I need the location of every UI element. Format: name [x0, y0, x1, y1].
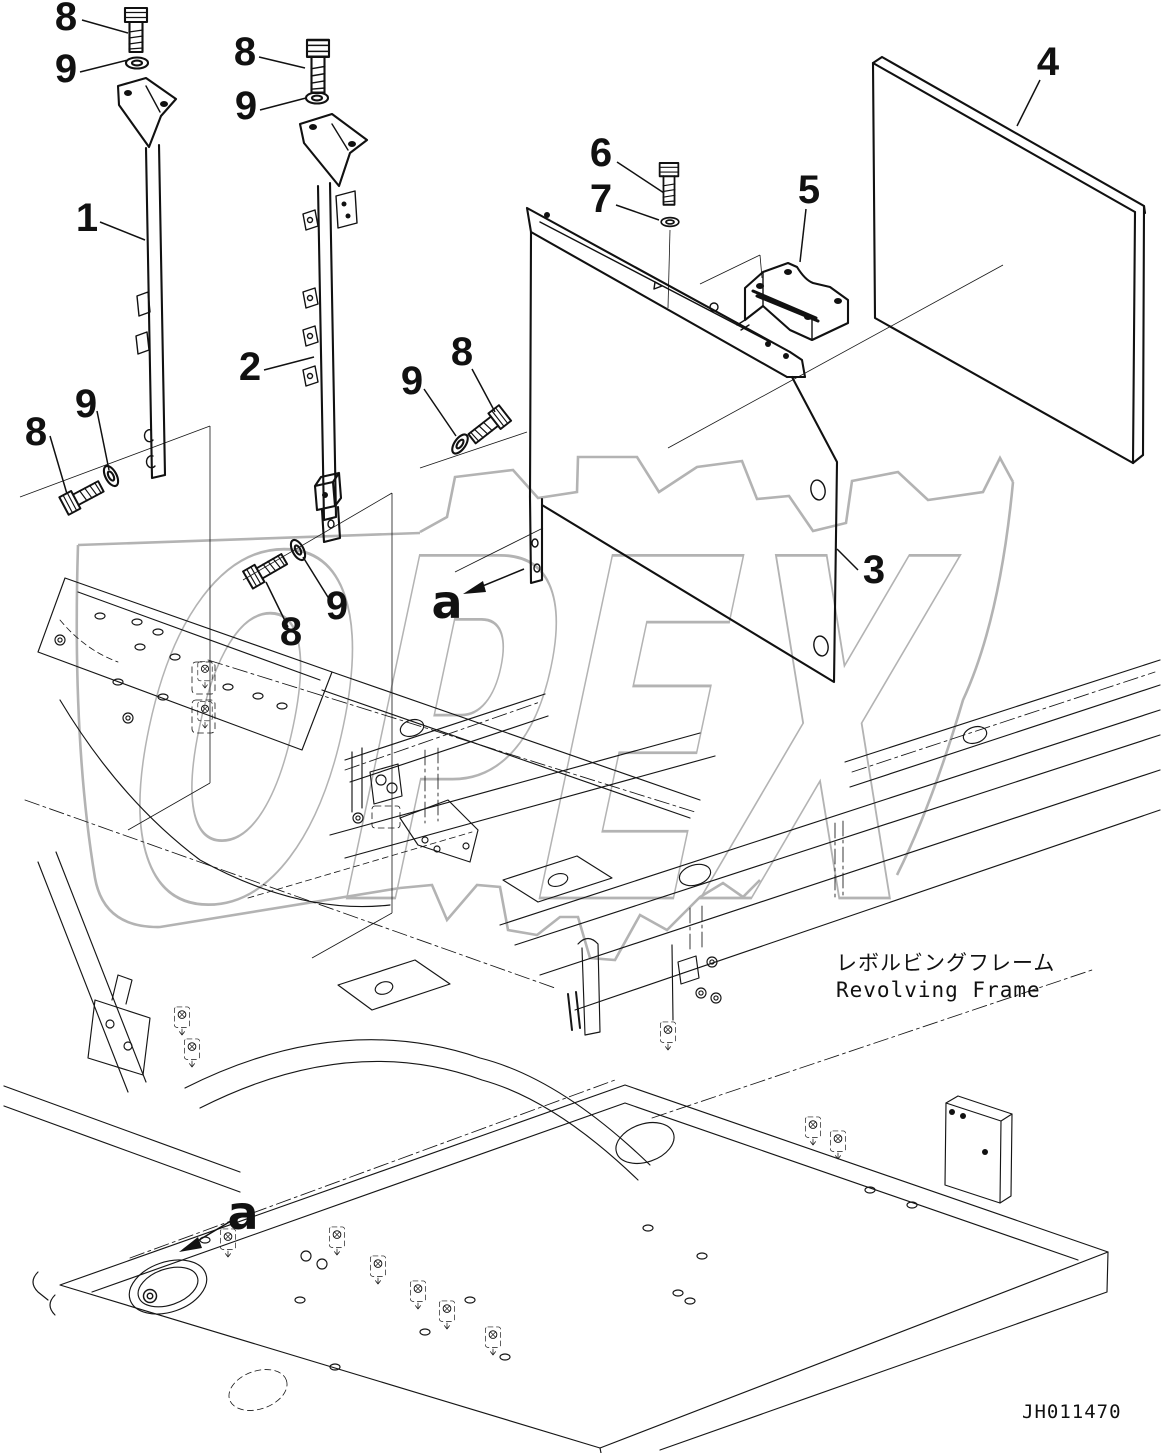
callout-8-top-second: 8: [234, 30, 256, 74]
watermark-text: OPEX: [76, 462, 991, 1009]
callout-8-bottom-mid: 8: [280, 610, 302, 654]
washer-7: [660, 216, 680, 228]
callout-4: 4: [1037, 40, 1060, 84]
callout-8-top-left: 8: [55, 0, 77, 39]
washer-9-top-second: [304, 91, 330, 105]
part-1-partition-bar: [116, 76, 178, 480]
bolt-6: [658, 162, 680, 206]
bolt-8-lower-left: [58, 476, 107, 516]
part-4-cover-sheet: [871, 55, 1147, 465]
callout-8-lower-left: 8: [25, 410, 47, 454]
callout-9-top-second: 9: [235, 84, 257, 128]
leader-lines: [49, 19, 1041, 1252]
callout-3: 3: [863, 548, 885, 592]
opex-watermark: OPEX: [75, 455, 1015, 1010]
callout-2: 2: [239, 345, 261, 389]
washer-9-top-left: [124, 56, 150, 70]
callout-labels: 8 9 8 9 1 2 6 7 5 4 3 9 8 8 9 8 9 a a: [25, 0, 1060, 1240]
view-label-a-top: a: [431, 575, 462, 629]
titles: レボルビングフレーム Revolving Frame JH011470: [836, 951, 1122, 1423]
part-3-partition-panel: [525, 206, 839, 684]
frame-title-japanese: レボルビングフレーム: [836, 951, 1055, 975]
part-2-partition-channel: [298, 112, 369, 544]
callout-9-lower-left: 9: [75, 382, 97, 426]
washer-9-lower-left: [99, 462, 123, 490]
callout-9-top-left: 9: [55, 47, 77, 91]
callout-1: 1: [76, 196, 98, 240]
callout-5: 5: [798, 168, 820, 212]
frame-title-english: Revolving Frame: [836, 978, 1041, 1002]
view-label-a-bottom: a: [227, 1186, 258, 1240]
callout-9-bottom-mid: 9: [326, 584, 348, 628]
drawing-number: JH011470: [1022, 1401, 1122, 1423]
callout-8-middle: 8: [451, 330, 473, 374]
callout-7: 7: [590, 177, 612, 221]
bolt-8-top-left: [123, 6, 149, 54]
callout-6: 6: [590, 131, 612, 175]
washer-9-middle: [448, 430, 472, 458]
bolt-8-top-second: [305, 38, 331, 95]
part-5-clamp-bracket: [743, 261, 850, 342]
callout-9-middle: 9: [401, 359, 423, 403]
bolt-8-middle: [464, 404, 513, 448]
revolving-frame-drawing: [3, 577, 1161, 1453]
